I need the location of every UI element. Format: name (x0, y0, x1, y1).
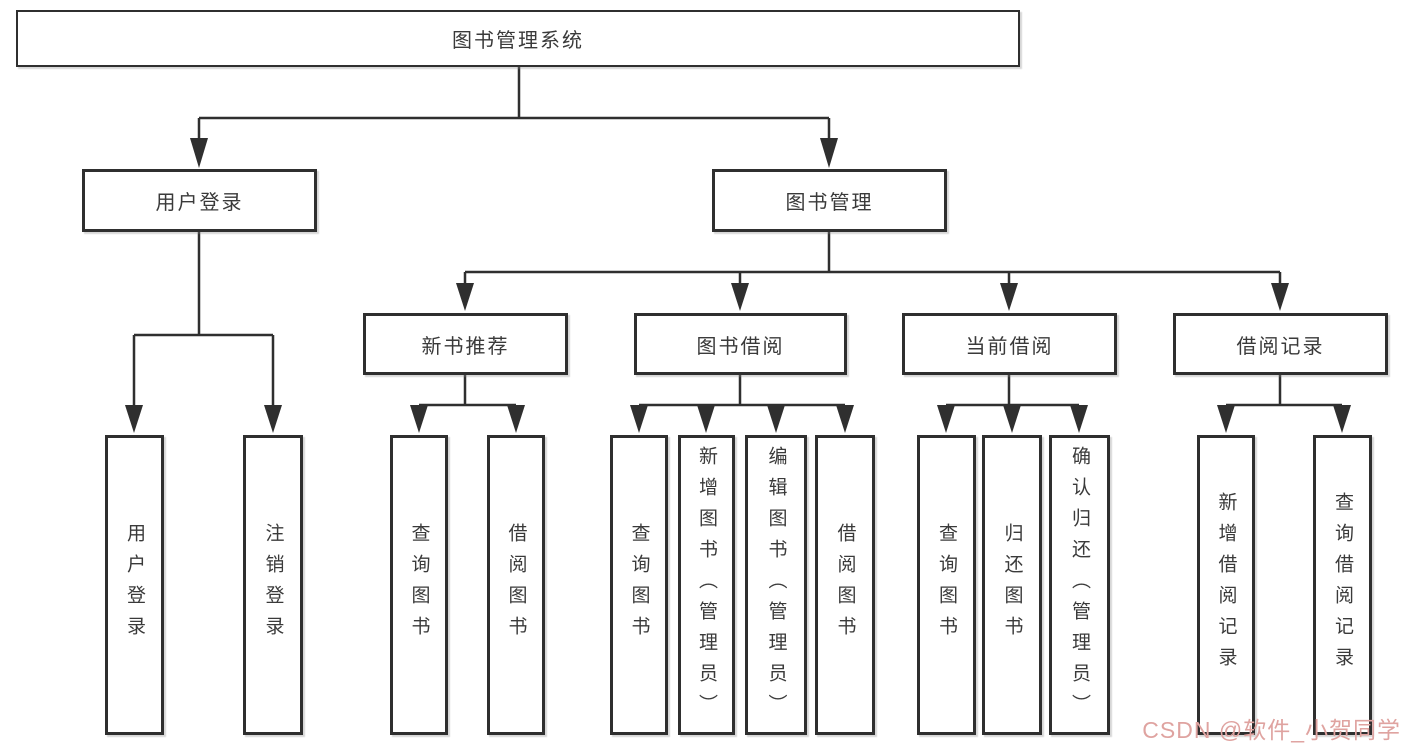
leaf-confirm-return-admin-label: 确认归还（管理员） (1069, 445, 1090, 725)
leaf-query-borrow-record-label: 查询借阅记录 (1332, 492, 1353, 678)
leaf-query-books-current: 查询图书 (917, 435, 976, 735)
node-user-login-label: 用户登录 (155, 192, 244, 214)
leaf-return-books: 归还图书 (982, 435, 1042, 735)
leaf-logout-label: 注销登录 (262, 523, 284, 647)
node-root-system: 图书管理系统 (16, 10, 1020, 67)
node-current-borrow-label: 当前借阅 (965, 335, 1054, 358)
leaf-confirm-return-admin: 确认归还（管理员） (1049, 435, 1110, 735)
node-current-borrow: 当前借阅 (902, 313, 1117, 375)
leaf-logout: 注销登录 (243, 435, 303, 735)
leaf-query-books-borrow: 查询图书 (610, 435, 668, 735)
leaf-query-books-recommend: 查询图书 (390, 435, 448, 735)
leaf-query-books-borrow-label: 查询图书 (628, 523, 650, 647)
leaf-add-books-admin-label: 新增图书（管理员） (696, 445, 717, 725)
leaf-add-books-admin: 新增图书（管理员） (678, 435, 735, 735)
node-book-management-label: 图书管理 (785, 192, 874, 214)
node-root-label: 图书管理系统 (452, 30, 584, 52)
leaf-add-borrow-record-label: 新增借阅记录 (1215, 492, 1237, 678)
node-new-book-recommend: 新书推荐 (363, 313, 568, 375)
leaf-borrow-books-recommend: 借阅图书 (487, 435, 545, 735)
node-borrow-records: 借阅记录 (1173, 313, 1388, 375)
csdn-watermark: CSDN @软件_小贺同学 (1142, 717, 1401, 743)
node-new-book-recommend-label: 新书推荐 (421, 335, 510, 358)
leaf-borrow-books-label: 借阅图书 (834, 523, 856, 647)
leaf-add-borrow-record: 新增借阅记录 (1197, 435, 1255, 735)
leaf-query-books-current-label: 查询图书 (936, 523, 957, 647)
leaf-borrow-books-recommend-label: 借阅图书 (505, 523, 527, 647)
leaf-user-login-label: 用户登录 (124, 523, 145, 647)
leaf-borrow-books: 借阅图书 (815, 435, 875, 735)
node-book-management: 图书管理 (712, 169, 947, 232)
leaf-query-borrow-record: 查询借阅记录 (1313, 435, 1372, 735)
node-user-login: 用户登录 (82, 169, 317, 232)
leaf-user-login: 用户登录 (105, 435, 164, 735)
leaf-return-books-label: 归还图书 (1001, 523, 1023, 647)
node-book-borrow-label: 图书借阅 (696, 335, 785, 358)
node-borrow-records-label: 借阅记录 (1236, 335, 1325, 358)
node-book-borrow: 图书借阅 (634, 313, 847, 375)
leaf-edit-books-admin: 编辑图书（管理员） (745, 435, 807, 735)
leaf-edit-books-admin-label: 编辑图书（管理员） (765, 445, 787, 725)
leaf-query-books-recommend-label: 查询图书 (408, 523, 430, 647)
